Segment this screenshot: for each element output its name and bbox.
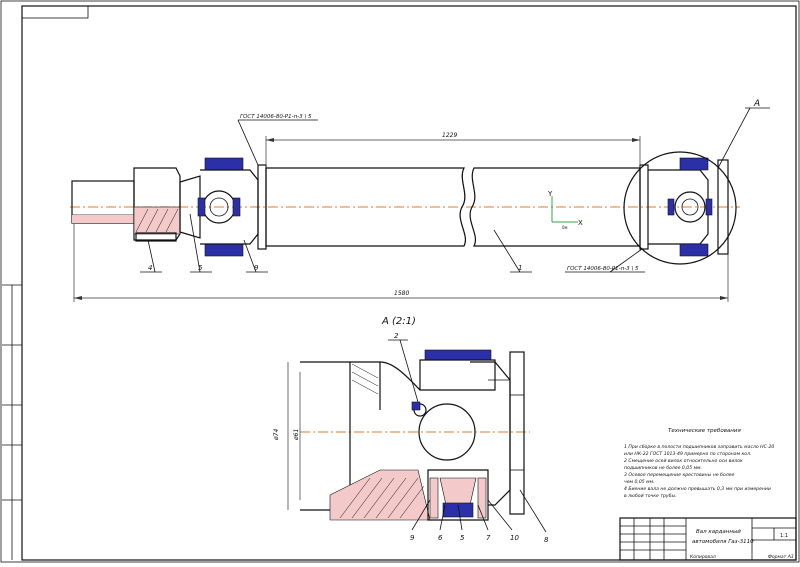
pos-1: 1 (518, 264, 522, 272)
title-name-2: автомобиля Газ-3110 (692, 539, 754, 545)
detail-pos-6: 6 (438, 534, 443, 542)
dim-d74: ø74 (273, 429, 280, 441)
end-flange (717, 159, 729, 255)
left-binding-strip (2, 284, 22, 560)
tech-requirements: Технические требования 1 При сборке в по… (624, 428, 774, 499)
cross-right (674, 191, 706, 223)
corner-stamp (21, 5, 89, 19)
detail-pos-2: 2 (394, 332, 399, 340)
coord-y-label: Y (547, 190, 553, 198)
title-scale: 1:1 (780, 533, 788, 539)
bearing-cap-left-top (204, 157, 244, 171)
detail-bearing-top (424, 349, 492, 361)
detail-title: А (2:1) (381, 316, 416, 327)
title-format: Формат А3 (768, 554, 794, 560)
title-name-1: Вал карданный (696, 529, 741, 535)
coord-x-label: X (578, 219, 583, 227)
title-block: Вал карданный автомобиля Газ-3110 1:1 Ко… (619, 517, 797, 561)
yoke-section (329, 469, 431, 521)
tech-line-3: 2 Смещение осей вилок относительно оси в… (624, 458, 743, 464)
tech-line-5: 3 Осевое перемещение крестовины не более (624, 472, 734, 478)
shaft-main-view: Y X 0м А 1229 1580 (70, 99, 770, 302)
tech-line-6: чем 0,05 мм. (624, 479, 655, 485)
pos-9: 9 (254, 264, 259, 272)
tech-line-2: или НК-22 ГОСТ 1013-49 примерно по сторо… (624, 451, 751, 457)
bearing-cap-left-bottom (204, 243, 244, 257)
inner-frame (21, 5, 797, 561)
pos-5: 5 (198, 264, 203, 272)
detail-cross (418, 403, 476, 461)
coordinate-marker: Y X 0м (547, 190, 583, 230)
detail-circle-a (623, 151, 737, 265)
detail-pos-9: 9 (410, 534, 415, 542)
tube-right (469, 167, 641, 247)
title-copied: Копировал (690, 554, 716, 560)
coord-origin-label: 0м (562, 225, 568, 230)
view-label: А (753, 99, 760, 109)
gost-callout-bottom: ГОСТ 14006-80-Р1-п-3 \ 5 (567, 266, 639, 272)
dim-top: 1229 (442, 132, 457, 139)
detail-flange (509, 351, 525, 515)
tech-line-1: 1 При сборке в полости подшипников запра… (624, 444, 774, 450)
detail-pos-8: 8 (544, 536, 549, 544)
pos-4: 4 (148, 264, 152, 272)
dim-d61: ø61 (293, 429, 300, 441)
detail-pos-10: 10 (510, 534, 519, 542)
gost-callout-top: ГОСТ 14006-80-Р1-п-3 \ 5 (240, 114, 312, 120)
detail-view: А (2:1) (273, 316, 549, 544)
detail-pos-5: 5 (460, 534, 465, 542)
tech-line-7: 4 Биение вала не должно превышать 0,3 мм… (624, 486, 771, 492)
tech-line-4: подшипников не более 0,05 мм. (624, 465, 702, 471)
bearing-cap-right-top (679, 157, 709, 171)
detail-pos-7: 7 (486, 534, 491, 542)
dim-overall: 1580 (394, 290, 409, 297)
tech-title: Технические требования (668, 428, 741, 434)
tech-line-8: в любой точке трубы. (624, 493, 677, 499)
bearing-cap-right-bottom (679, 243, 709, 257)
